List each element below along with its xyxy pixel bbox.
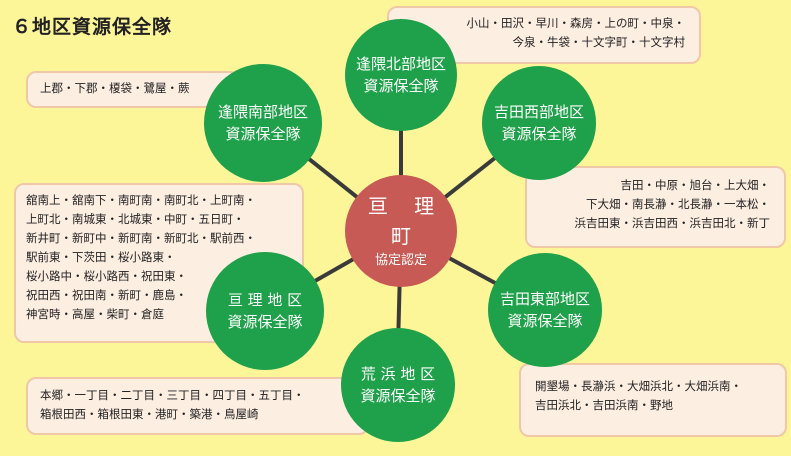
node-ousumi-kita: 逢隈北部地区 資源保全隊 bbox=[345, 19, 457, 131]
box-line: 吉田・中原・旭台・上大畑・ bbox=[620, 178, 771, 192]
node-label: 資源保全隊 bbox=[227, 313, 303, 331]
node-label: 資源保全隊 bbox=[363, 77, 439, 95]
box-line: 本郷・一丁目・二丁目・三丁目・四丁目・五丁目・ bbox=[40, 388, 305, 402]
node-ousumi-minami: 逢隈南部地区 資源保全隊 bbox=[204, 64, 322, 182]
box-line: 小山・田沢・早川・森房・上の町・中泉・ bbox=[466, 16, 686, 30]
box-line: 新井町・新町中・新町南・新町北・駅前西・ bbox=[26, 231, 256, 245]
node-label: 逢隈南部地区 bbox=[217, 103, 308, 121]
node-label: 吉田西部地区 bbox=[493, 103, 584, 121]
center-node-watari-town: 亘 理 町 協定認定 bbox=[345, 175, 457, 287]
box-ousumi-minami: 上郡・下郡・榎袋・鷺屋・蕨 bbox=[26, 71, 240, 108]
box-arahama: 本郷・一丁目・二丁目・三丁目・四丁目・五丁目・ 箱根田西・箱根田東・港町・築港・… bbox=[26, 377, 369, 435]
box-yoshida-higashi: 開墾場・長瀞浜・大畑浜北・大畑浜南・ 吉田浜北・吉田浜南・野地 bbox=[519, 363, 787, 437]
node-arahama: 荒 浜 地 区 資源保全隊 bbox=[341, 328, 455, 442]
node-label: 資源保全隊 bbox=[507, 312, 583, 330]
box-line: 今泉・牛袋・十文字町・十文字村 bbox=[512, 35, 686, 49]
node-watari: 亘 理 地 区 資源保全隊 bbox=[206, 252, 324, 370]
node-label: 資源保全隊 bbox=[225, 125, 301, 143]
box-line: 舘南上・舘南下・南町南・南町北・上町南・ bbox=[26, 193, 256, 207]
box-line: 箱根田西・箱根田東・港町・築港・鳥屋崎 bbox=[40, 407, 259, 421]
node-label: 荒 浜 地 区 bbox=[360, 365, 436, 383]
box-line: 吉田浜北・吉田浜南・野地 bbox=[535, 398, 673, 412]
box-line: 神宮時・高屋・柴町・倉庭 bbox=[26, 307, 164, 321]
box-yoshida-nishi: 吉田・中原・旭台・上大畑・ 下大畑・南長瀞・北長瀞・一本松・ 浜吉田東・浜吉田西… bbox=[525, 166, 786, 248]
node-yoshida-higashi: 吉田東部地区 資源保全隊 bbox=[488, 253, 602, 367]
node-yoshida-nishi: 吉田西部地区 資源保全隊 bbox=[482, 66, 596, 180]
box-line: 浜吉田東・浜吉田西・浜吉田北・新丁 bbox=[574, 216, 771, 230]
node-label: 逢隈北部地区 bbox=[355, 55, 446, 73]
center-name: 亘 理 町 bbox=[367, 194, 445, 248]
node-label: 吉田東部地区 bbox=[499, 290, 590, 308]
page-title: ６地区資源保全隊 bbox=[12, 16, 173, 38]
box-line: 桜小路中・桜小路西・祝田東・ bbox=[26, 269, 187, 283]
center-subtitle: 協定認定 bbox=[374, 253, 427, 268]
box-line: 上町北・南城東・北城東・中町・五日町・ bbox=[26, 212, 245, 226]
box-line: 下大畑・南長瀞・北長瀞・一本松・ bbox=[586, 197, 770, 211]
node-label: 亘 理 地 区 bbox=[227, 291, 303, 309]
box-line: 開墾場・長瀞浜・大畑浜北・大畑浜南・ bbox=[535, 379, 742, 393]
node-label: 資源保全隊 bbox=[360, 387, 436, 405]
node-label: 資源保全隊 bbox=[501, 125, 577, 143]
box-line: 祝田西・祝田南・新町・鹿島・ bbox=[26, 288, 187, 302]
box-line: 駅前東・下茨田・桜小路東・ bbox=[26, 250, 176, 264]
box-line: 上郡・下郡・榎袋・鷺屋・蕨 bbox=[40, 81, 190, 95]
